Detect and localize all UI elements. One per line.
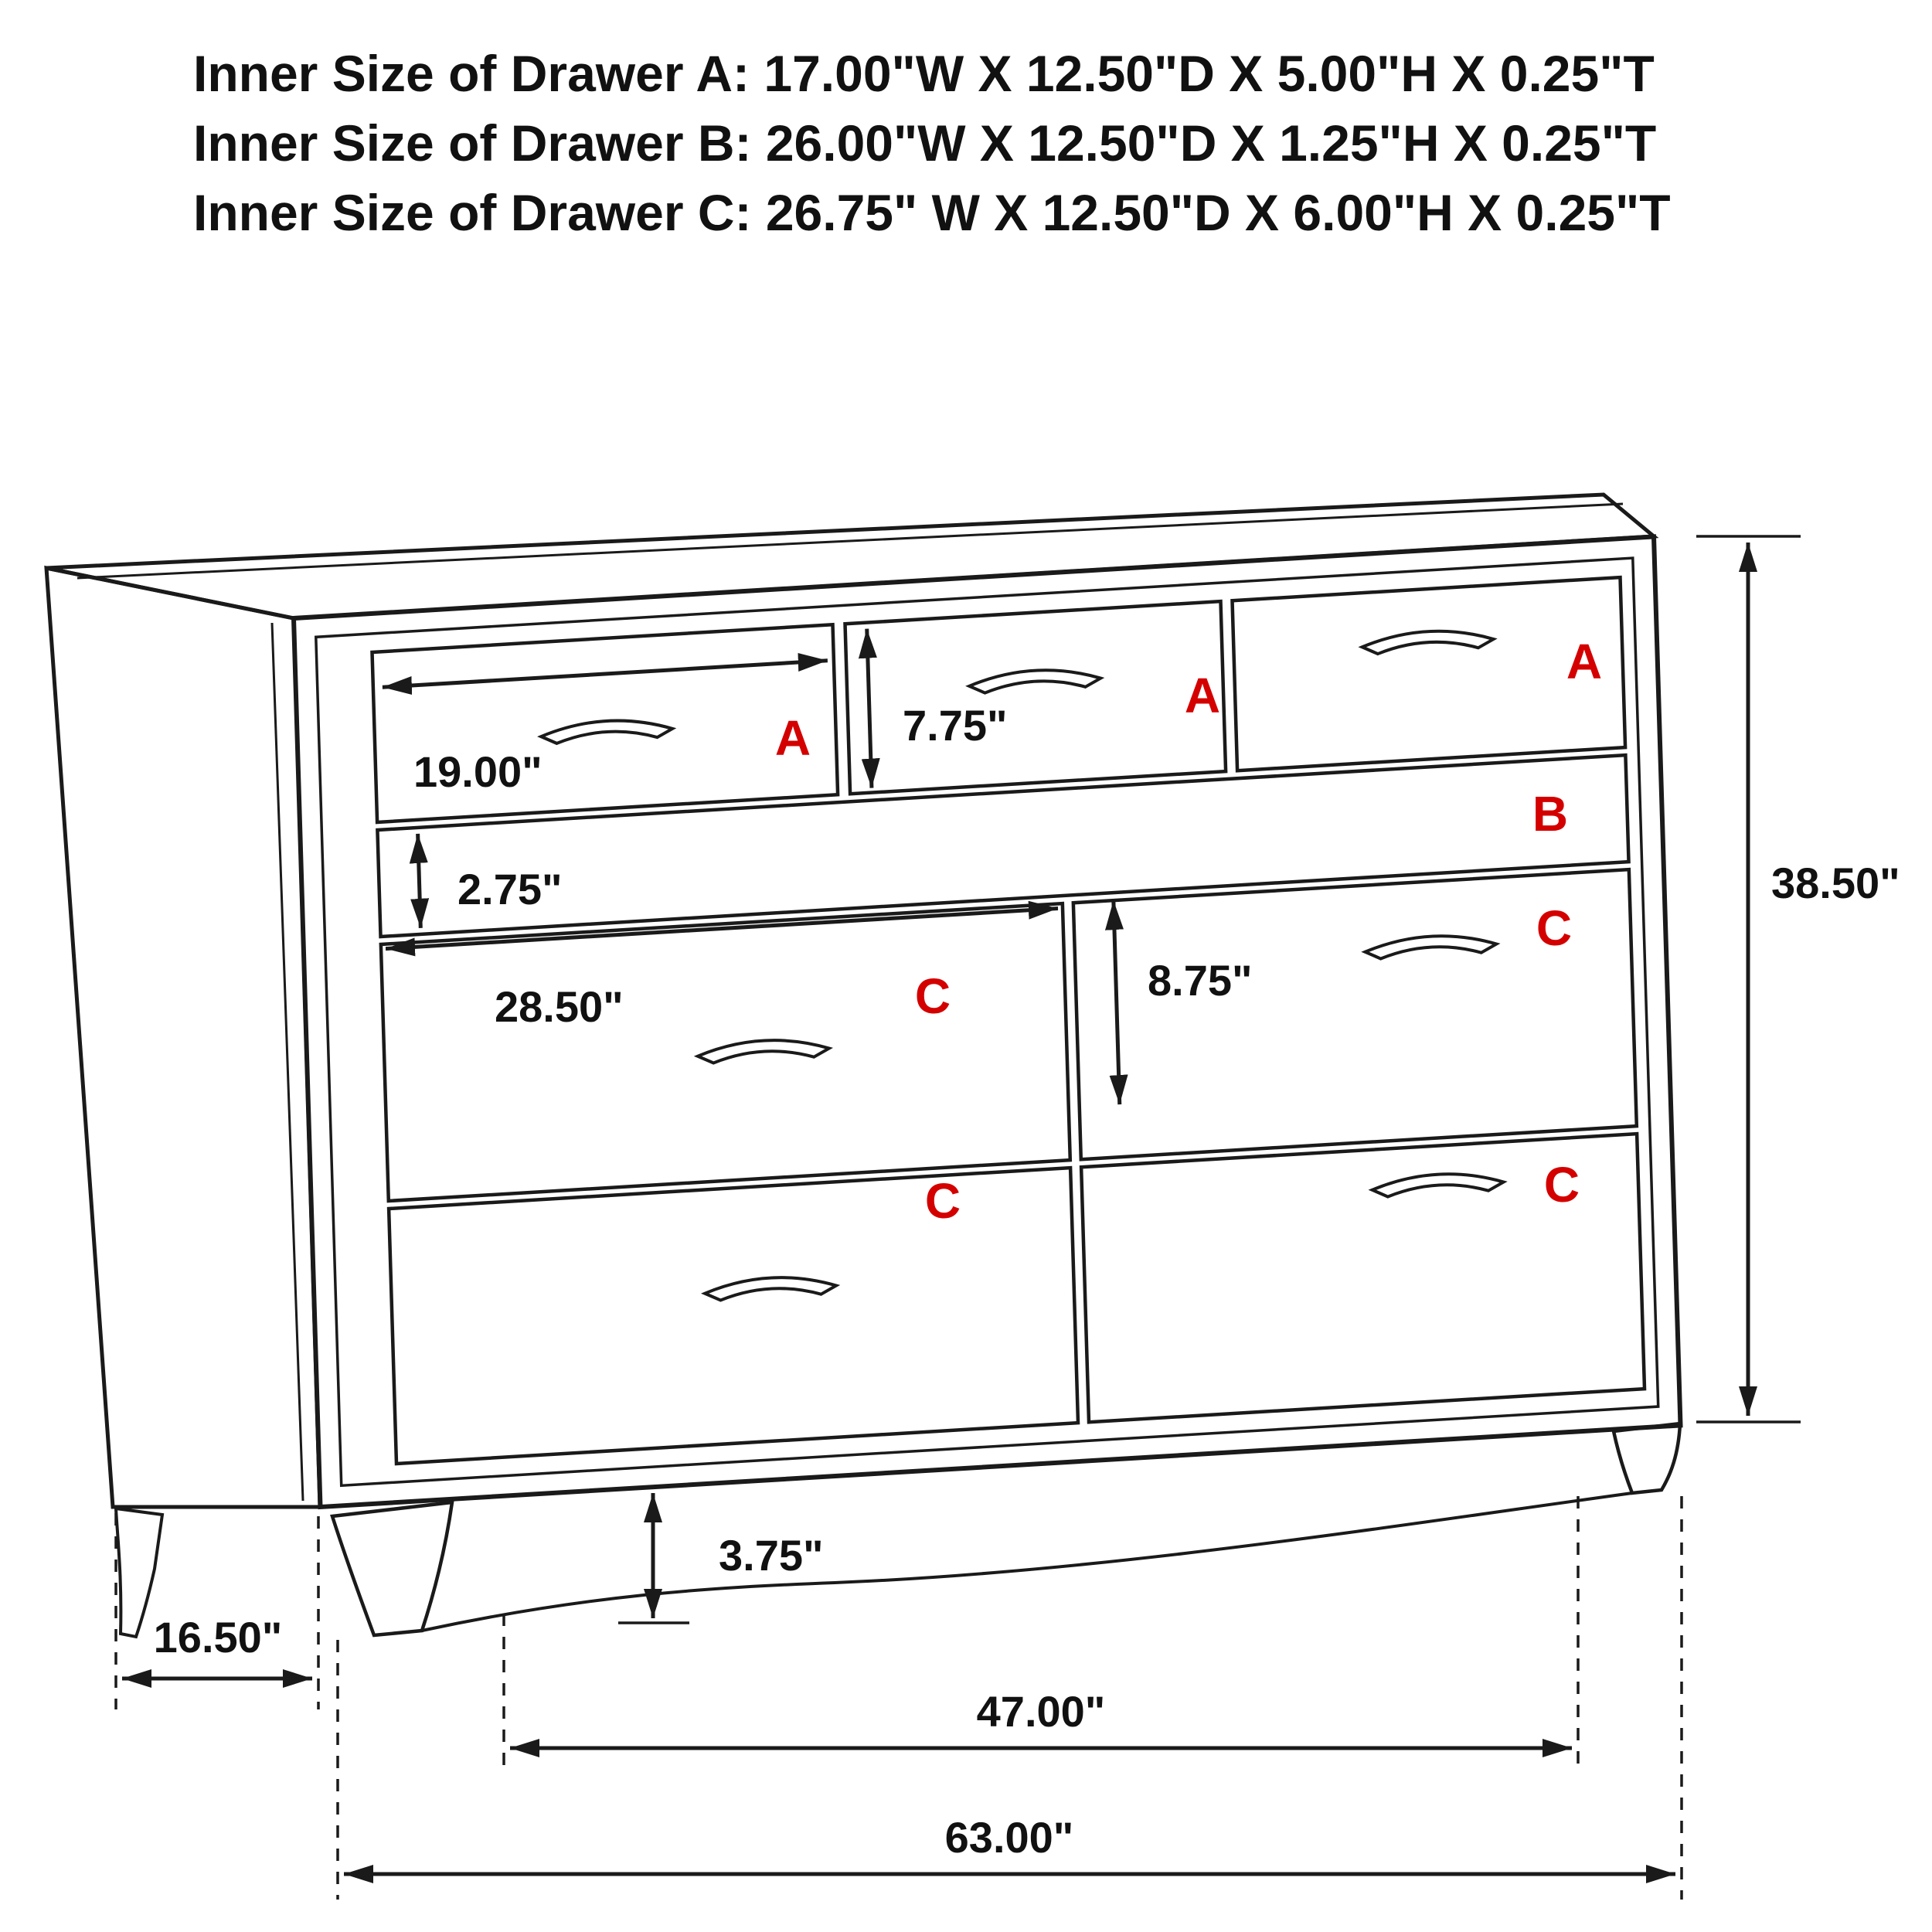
drawer-c-left-bottom <box>386 1165 1080 1466</box>
front-right-leg <box>1611 1421 1682 1495</box>
header-line-2: Inner Size of Drawer B: 26.00"W X 12.50"… <box>193 114 1656 172</box>
label-drawer-a1: A <box>775 710 811 766</box>
label-28-50-backing <box>481 975 709 1032</box>
drawer-c-right-bottom <box>1079 1131 1647 1424</box>
dim-label-overall-height: 38.50" <box>1771 859 1900 907</box>
label-drawer-a3: A <box>1566 634 1602 689</box>
dim-label-leg-span: 47.00" <box>977 1687 1106 1736</box>
header-line-3: Inner Size of Drawer C: 26.75" W X 12.50… <box>193 184 1671 241</box>
drawer-c-right-top <box>1071 867 1639 1162</box>
apron-curve <box>421 1492 1633 1632</box>
side-panel-edge-line <box>270 622 304 1502</box>
drawer-a3-handle <box>1362 628 1494 655</box>
label-drawer-c-right-top: C <box>1536 900 1572 956</box>
header-line-1: Inner Size of Drawer A: 17.00"W X 12.50"… <box>193 45 1655 102</box>
dim-arrow-8-75in <box>1104 900 1128 1105</box>
drawer-a2 <box>843 599 1228 796</box>
label-drawer-b: B <box>1532 786 1568 842</box>
dim-label-overall-width: 63.00" <box>945 1813 1074 1862</box>
dim-label-drawer-a-height: 7.75" <box>903 701 1008 750</box>
label-drawer-c-right-bottom: C <box>1544 1157 1580 1213</box>
drawer-c-left-bottom-handle <box>705 1274 837 1301</box>
drawer-c-right-bottom-handle <box>1372 1171 1504 1198</box>
front-left-leg <box>330 1500 454 1638</box>
dim-label-overall-depth: 16.50" <box>154 1613 283 1662</box>
dim-label-drawer-a-width: 19.00" <box>413 747 543 796</box>
label-b-backing <box>1510 784 1587 845</box>
top-face-edge-line <box>77 502 1624 580</box>
drawer-c-right-top-handle <box>1365 933 1497 960</box>
label-drawer-c-left-top: C <box>915 968 951 1024</box>
drawer-a2-handle <box>969 667 1101 694</box>
drawer-a1 <box>370 622 840 825</box>
label-drawer-c-left-bottom: C <box>925 1173 961 1229</box>
dim-label-leg-height: 3.75" <box>719 1531 824 1580</box>
drawer-c-left-top-handle <box>697 1037 829 1064</box>
side-leg <box>114 1506 165 1639</box>
dim-label-drawer-c-height: 8.75" <box>1148 956 1253 1005</box>
front-face <box>291 534 1683 1510</box>
front-face-inner-frame <box>314 556 1660 1488</box>
dim-label-drawer-b-height: 2.75" <box>457 865 563 913</box>
label-drawer-a2: A <box>1185 668 1220 723</box>
front-face-group <box>291 534 1683 1510</box>
drawer-a3 <box>1230 575 1628 773</box>
label-7-75-backing <box>889 695 1059 752</box>
dim-arrow-7-75in <box>858 628 880 788</box>
dim-arrow-2-75in <box>409 833 430 929</box>
dim-arrow-28-50in <box>385 900 1059 957</box>
dim-label-drawer-c-width: 28.50" <box>495 982 624 1031</box>
label-2-75-backing <box>442 859 621 917</box>
drawer-b-speckled <box>376 753 1631 939</box>
dim-arrow-19in <box>382 652 828 695</box>
dresser-side-panel <box>44 565 322 1509</box>
drawer-a1-handle <box>541 717 673 744</box>
